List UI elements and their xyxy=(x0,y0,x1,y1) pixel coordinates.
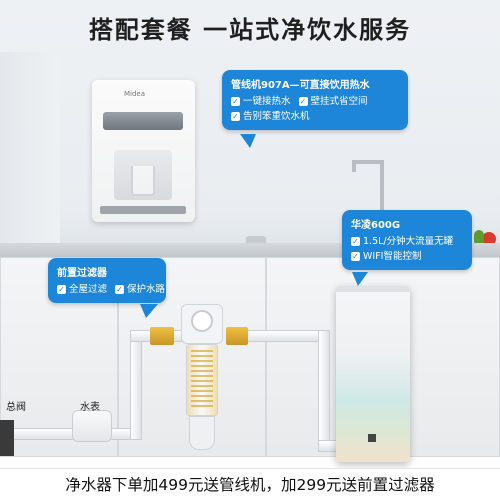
callout-pipeline-machine: 管线机907A—可直接饮用热水 ✓一键接热水 ✓壁挂式省空间 ✓告别笨重饮水机 xyxy=(222,70,408,130)
check-icon: ✓ xyxy=(298,97,308,106)
brass-joint-left xyxy=(150,327,174,345)
pipe-to-purifier xyxy=(318,440,338,452)
callout-title: 华凌600G xyxy=(351,220,401,231)
water-meter-label: 水表 xyxy=(80,402,100,413)
callout-tail xyxy=(352,272,368,286)
pre-filter-image xyxy=(177,304,227,454)
callout-item: WIFI智能控制 xyxy=(363,251,422,262)
pressure-gauge-icon xyxy=(191,310,213,332)
callout-item: 一键接热水 xyxy=(243,96,291,107)
brass-joint-right xyxy=(226,327,248,345)
water-purifier-image xyxy=(336,286,410,462)
callout-tail xyxy=(140,304,158,318)
dispenser-drip-tray xyxy=(100,206,186,214)
callout-pre-filter: 前置过滤器 ✓全屋过滤 ✓保护水路 xyxy=(48,258,166,303)
wall-shadow xyxy=(0,52,60,252)
pipe-riser xyxy=(130,340,142,440)
check-icon: ✓ xyxy=(351,237,360,246)
callout-item: 壁挂式省空间 xyxy=(310,96,368,107)
callout-purifier: 华凌600G ✓1.5L/分钟大流量无罐 ✓WIFI智能控制 xyxy=(342,210,472,270)
faucet-icon xyxy=(350,160,390,230)
check-icon: ✓ xyxy=(231,97,240,106)
callout-item: 保护水路 xyxy=(127,284,166,295)
fruit-decoration xyxy=(470,228,500,248)
water-meter-image xyxy=(72,410,112,442)
check-icon: ✓ xyxy=(57,285,66,294)
callout-title: 前置过滤器 xyxy=(57,268,107,279)
callout-item: 全屋过滤 xyxy=(69,284,108,295)
callout-item: 1.5L/分钟大流量无罐 xyxy=(363,236,454,247)
check-icon: ✓ xyxy=(351,252,360,261)
pipe-down xyxy=(318,330,330,450)
dispenser-brand: Midea xyxy=(124,90,146,98)
page-title: 搭配套餐 一站式净饮水服务 xyxy=(88,16,412,44)
check-icon: ✓ xyxy=(231,112,240,121)
main-valve-image xyxy=(0,420,14,456)
pipeline-machine-image: Midea xyxy=(92,80,195,222)
sink-tap-icon xyxy=(246,236,266,246)
callout-tail xyxy=(240,134,256,148)
dispenser-control-panel xyxy=(103,112,183,130)
callout-item: 告别笨重饮水机 xyxy=(243,111,310,122)
promo-footer: 净水器下单加499元送管线机，加299元送前置过滤器 xyxy=(0,468,500,500)
purifier-logo-icon xyxy=(368,434,376,442)
glass-icon xyxy=(131,166,155,196)
callout-title: 管线机907A—可直接饮用热水 xyxy=(231,80,370,91)
check-icon: ✓ xyxy=(115,285,125,294)
main-valve-label: 总阀 xyxy=(6,402,26,413)
